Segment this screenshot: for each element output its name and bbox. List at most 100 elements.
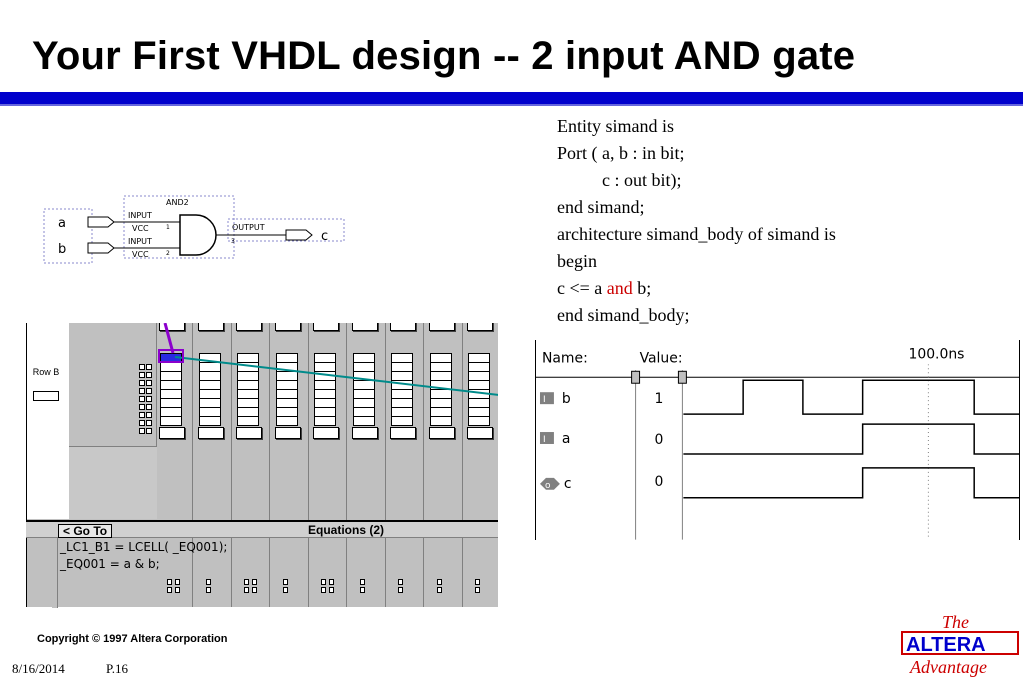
lab-top-cap[interactable] xyxy=(428,323,455,331)
pin-item[interactable] xyxy=(139,427,152,435)
io-pad[interactable] xyxy=(244,579,249,585)
row-label: Row B xyxy=(32,367,60,377)
lab-column[interactable] xyxy=(350,323,386,607)
io-pad[interactable] xyxy=(205,587,211,593)
io-pad[interactable] xyxy=(252,579,257,585)
io-pad[interactable] xyxy=(252,587,257,593)
lab-bottom-cap[interactable] xyxy=(467,427,493,439)
page-number: P.16 xyxy=(106,661,129,676)
io-pad[interactable] xyxy=(329,579,334,585)
lab-bottom-cap[interactable] xyxy=(197,427,224,439)
logic-cell[interactable] xyxy=(352,416,375,426)
waveform-viewer[interactable]: Name: Value: 100.0ns I I o b a c 1 0 0 xyxy=(535,340,1020,540)
io-pad[interactable] xyxy=(175,579,180,585)
signal-name-c: c xyxy=(564,476,572,492)
io-pad[interactable] xyxy=(175,587,180,593)
output-label: OUTPUT xyxy=(232,223,265,232)
io-pad[interactable] xyxy=(475,587,480,593)
io-column xyxy=(388,519,424,607)
logic-cell[interactable] xyxy=(275,416,298,426)
io-pad[interactable] xyxy=(167,587,172,593)
logic-cell[interactable] xyxy=(160,416,182,426)
lab-top-cap[interactable] xyxy=(236,323,262,331)
lab-column[interactable] xyxy=(465,323,498,519)
row-button[interactable] xyxy=(33,391,59,401)
selected-cell-highlight xyxy=(158,349,184,363)
io-pad[interactable] xyxy=(329,587,334,593)
pin-item[interactable] xyxy=(139,411,152,419)
gate-label: AND2 xyxy=(166,198,189,207)
io-column xyxy=(350,519,386,607)
lab-top-cap[interactable] xyxy=(313,323,339,331)
io-pad[interactable] xyxy=(398,587,403,593)
lab-column[interactable] xyxy=(273,323,309,607)
lab-top-cap[interactable] xyxy=(390,323,416,331)
logo-the: The xyxy=(942,612,969,632)
divider-handle[interactable] xyxy=(677,370,687,384)
input-label-1: INPUT xyxy=(128,211,152,220)
lab-bottom-cap[interactable] xyxy=(313,427,339,439)
lab-column[interactable] xyxy=(311,323,347,607)
floorplan-view[interactable]: Row B xyxy=(26,323,498,607)
io-pad[interactable] xyxy=(321,587,326,593)
gate-frame xyxy=(123,195,235,259)
io-pad[interactable] xyxy=(359,587,365,593)
output-frame xyxy=(227,218,345,242)
goto-button[interactable]: < Go To xyxy=(58,524,113,538)
lab-column[interactable] xyxy=(234,323,270,607)
logic-cell[interactable] xyxy=(391,416,413,426)
wave-c xyxy=(683,467,1019,499)
code-line: c : out bit); xyxy=(557,170,682,190)
and-gate-schematic: a b c AND2 INPUT VCC INPUT VCC OUTPUT 1 … xyxy=(43,195,345,264)
io-pad[interactable] xyxy=(359,579,365,585)
lab-bottom-cap[interactable] xyxy=(159,427,185,439)
io-pad[interactable] xyxy=(167,579,172,585)
pin-item[interactable] xyxy=(139,419,152,427)
lab-column[interactable] xyxy=(427,323,463,607)
io-pad[interactable] xyxy=(475,579,480,585)
io-pad[interactable] xyxy=(244,587,249,593)
lab-column[interactable] xyxy=(196,323,232,607)
pin-item[interactable] xyxy=(139,363,152,371)
pin-item[interactable] xyxy=(139,387,152,395)
lab-top-cap[interactable] xyxy=(351,323,378,331)
lab-column[interactable] xyxy=(157,323,193,607)
logic-cell[interactable] xyxy=(429,416,452,426)
pin-item[interactable] xyxy=(139,395,152,403)
logic-cell[interactable] xyxy=(314,416,336,426)
io-pad[interactable] xyxy=(321,579,326,585)
input-pin-b-icon xyxy=(87,242,115,254)
lab-bottom-cap[interactable] xyxy=(274,427,301,439)
signal-value-c: 0 xyxy=(655,474,664,490)
io-pad[interactable] xyxy=(282,587,288,593)
lab-bottom-cap[interactable] xyxy=(428,427,455,439)
lab-bottom-cap[interactable] xyxy=(390,427,416,439)
pin-item[interactable] xyxy=(139,403,152,411)
io-column xyxy=(427,519,463,607)
io-pad[interactable] xyxy=(282,579,288,585)
logic-cell[interactable] xyxy=(237,416,259,426)
io-pad[interactable] xyxy=(436,587,442,593)
io-column xyxy=(273,519,309,607)
pin-item[interactable] xyxy=(139,379,152,387)
io-pad[interactable] xyxy=(436,579,442,585)
io-pad[interactable] xyxy=(398,579,403,585)
lab-top-cap[interactable] xyxy=(467,323,493,331)
lab-top-cap[interactable] xyxy=(274,323,301,331)
time-marker-label: 100.0ns xyxy=(908,346,964,362)
lab-top-cap[interactable] xyxy=(159,323,185,331)
io-pad[interactable] xyxy=(205,579,211,585)
code-line: Port ( a, b : in bit; xyxy=(557,143,685,163)
lab-top-cap[interactable] xyxy=(197,323,224,331)
lab-column[interactable] xyxy=(388,323,424,607)
lab-bottom-cap[interactable] xyxy=(236,427,262,439)
lab-bottom-cap[interactable] xyxy=(351,427,378,439)
logic-cell[interactable] xyxy=(468,416,490,426)
logic-cell[interactable] xyxy=(198,416,221,426)
pin-item[interactable] xyxy=(139,371,152,379)
name-header: Name: xyxy=(542,350,588,366)
input-label-2: INPUT xyxy=(128,237,152,246)
divider-handle[interactable] xyxy=(631,370,641,384)
logo-altera: ALTERA xyxy=(906,634,986,656)
copyright-text: Copyright © 1997 Altera Corporation xyxy=(37,633,228,645)
